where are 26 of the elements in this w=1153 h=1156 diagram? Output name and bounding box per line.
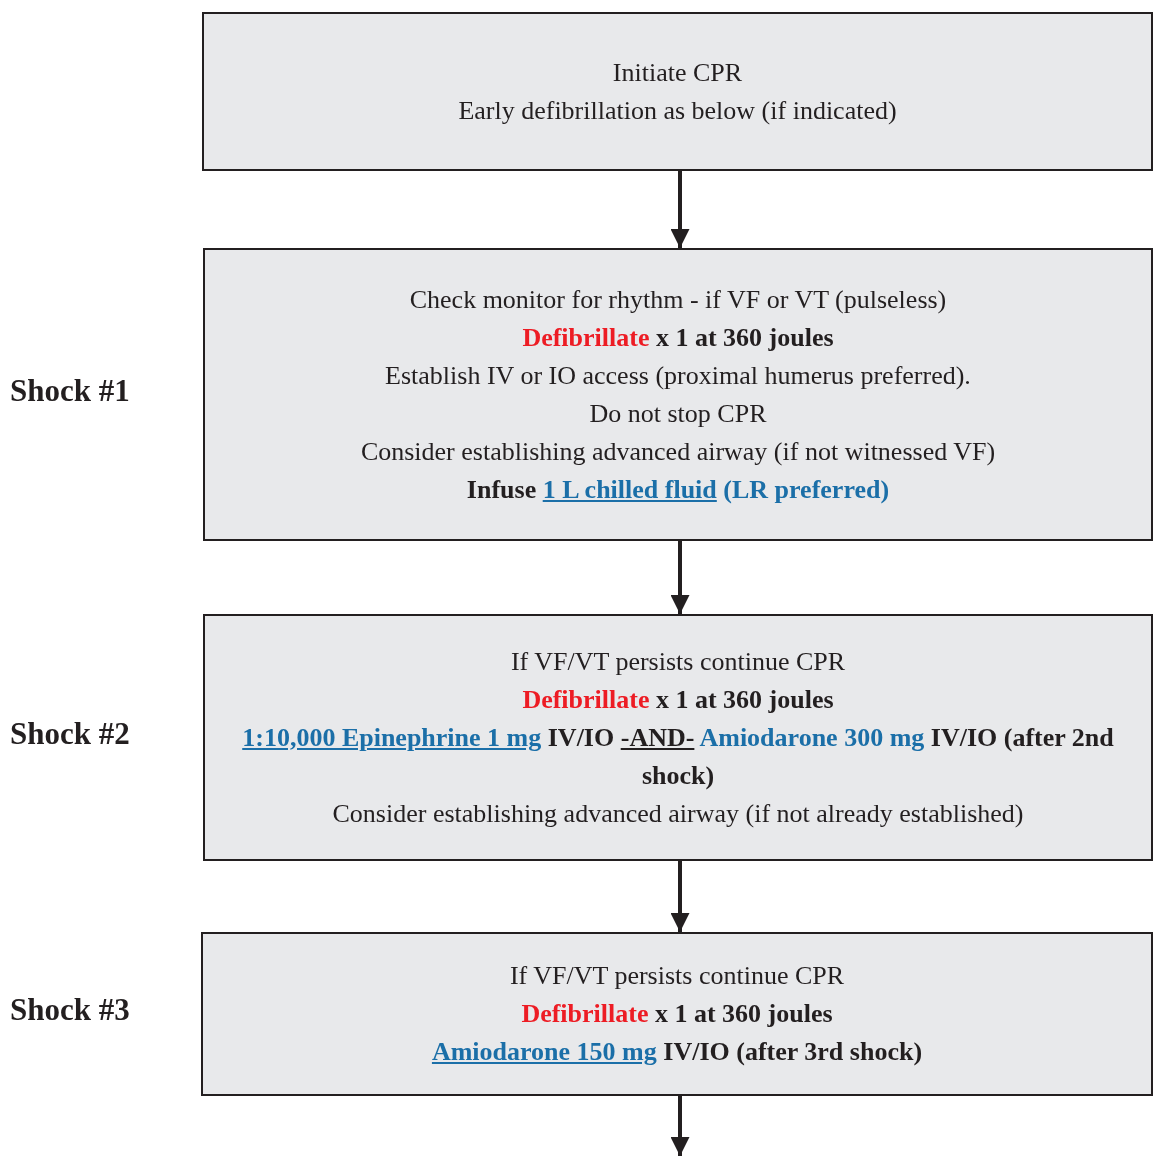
process-box xyxy=(203,614,1153,861)
step-text: 1:10,000 Epinephrine 1 mg IV/IO -AND- Amiodarone 300 mg IV/IO (after 2nd shock) xyxy=(241,721,1115,792)
arrow xyxy=(670,861,690,932)
step-text: Infuse 1 L chilled fluid (LR preferred) xyxy=(466,473,890,506)
shock-label: Shock #3 xyxy=(10,992,130,1028)
arrow xyxy=(670,541,690,614)
step-text: Defibrillate x 1 at 360 joules xyxy=(522,683,834,716)
step-text: Amiodarone 150 mg IV/IO (after 3rd shock) xyxy=(431,1036,923,1068)
arrow xyxy=(670,1096,690,1156)
step-text: Consider establishing advanced airway (if not witnessed VF) xyxy=(360,435,996,468)
shock-label: Shock #2 xyxy=(10,715,130,752)
step-text: If VF/VT persists continue CPR xyxy=(510,645,846,678)
process-box xyxy=(203,248,1153,541)
step-text: Check monitor for rhythm - if VF or VT (pulseless) xyxy=(409,283,947,316)
process-box xyxy=(202,12,1153,171)
step-text: Consider establishing advanced airway (if not already established) xyxy=(332,797,1024,830)
step-text: Defibrillate x 1 at 360 joules xyxy=(522,321,834,354)
shock-label: Shock #1 xyxy=(10,372,130,409)
step-text: Early defibrillation as below (if indicated) xyxy=(458,94,897,127)
process-box xyxy=(201,932,1153,1096)
step-text: Establish IV or IO access (proximal humerus preferred). xyxy=(385,359,971,392)
step-text: Do not stop CPR xyxy=(589,397,767,430)
step-text: Initiate CPR xyxy=(612,56,743,89)
step-text: Defibrillate x 1 at 360 joules xyxy=(521,998,833,1030)
step-text: If VF/VT persists continue CPR xyxy=(509,960,845,992)
arrow xyxy=(670,171,690,248)
